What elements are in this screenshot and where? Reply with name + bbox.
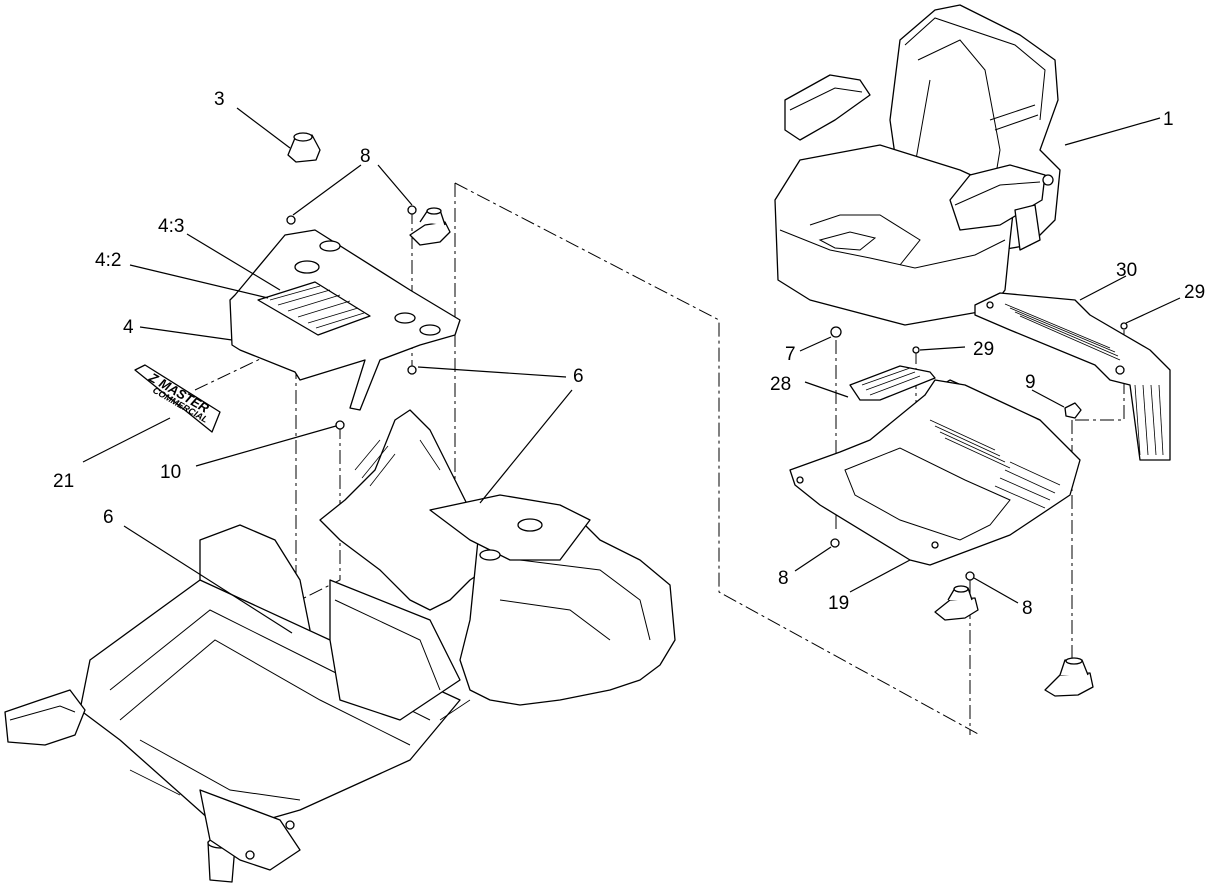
- callout-6-right: 6: [573, 366, 584, 387]
- callout-30: 30: [1116, 260, 1137, 281]
- callout-8-right: 8: [1022, 598, 1033, 619]
- mount-bottom-1: [934, 585, 979, 621]
- callout-28: 28: [770, 374, 791, 395]
- callout-4-3: 4:3: [158, 216, 184, 237]
- mount-near-8: [409, 207, 451, 246]
- mount-bottom-2: [1044, 657, 1094, 697]
- callout-19: 19: [828, 593, 849, 614]
- callout-29-upper: 29: [1184, 282, 1205, 303]
- seat-bracket-4: [229, 229, 461, 411]
- callout-3: 3: [214, 89, 225, 110]
- callout-4-2: 4:2: [95, 250, 121, 271]
- plate-28: [849, 365, 936, 401]
- callout-1: 1: [1163, 109, 1174, 130]
- callout-9: 9: [1025, 372, 1036, 393]
- callout-29-lower: 29: [973, 339, 994, 360]
- callout-8-top: 8: [360, 146, 371, 167]
- callout-10: 10: [160, 462, 181, 483]
- callout-21: 21: [53, 471, 74, 492]
- callout-6-left: 6: [103, 507, 114, 528]
- decal-21: Z MASTER COMMERCIAL: [134, 364, 221, 433]
- callout-8-left: 8: [778, 568, 789, 589]
- seat-plate-30: [974, 292, 1171, 461]
- mower-frame: [4, 409, 676, 883]
- callout-labels: 1 3 8 4:3 4:2 4 6 6 21 10 7 29 28 9 30 2…: [53, 89, 1205, 619]
- seat: [774, 4, 1061, 326]
- callout-7: 7: [785, 344, 796, 365]
- floor-pan-19: [789, 379, 1081, 566]
- mount-3: [287, 132, 321, 163]
- callout-4: 4: [123, 317, 134, 338]
- leader-lines: [82, 107, 1181, 634]
